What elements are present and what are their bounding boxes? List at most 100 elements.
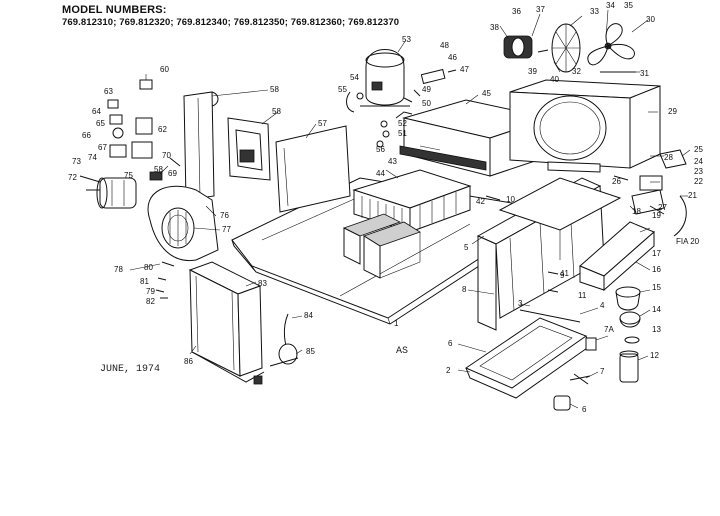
callout-19: 19 xyxy=(652,211,661,220)
callout-78: 78 xyxy=(114,265,123,274)
callout-52: 52 xyxy=(398,119,407,128)
callout-86: 86 xyxy=(184,357,193,366)
callout-58-upper: 58 xyxy=(270,85,279,94)
callout-43: 43 xyxy=(388,157,397,166)
revision-date: JUNE, 1974 xyxy=(100,364,161,375)
drain-accessories xyxy=(269,313,299,367)
callout-36: 36 xyxy=(512,7,521,16)
callout-4: 4 xyxy=(600,301,605,310)
callout-55: 55 xyxy=(338,85,347,94)
callout-26: 26 xyxy=(612,177,621,186)
callout-63: 63 xyxy=(104,87,113,96)
callout-85: 85 xyxy=(306,347,315,356)
callout-54: 54 xyxy=(350,73,359,82)
front-cabinet xyxy=(476,177,622,331)
service-fittings xyxy=(376,111,413,148)
callout-70: 70 xyxy=(162,151,171,160)
callout-79: 79 xyxy=(146,287,155,296)
callout-46: 46 xyxy=(448,53,457,62)
callout-32: 32 xyxy=(572,67,581,76)
callout-22: 22 xyxy=(694,177,703,186)
callout-40: 40 xyxy=(550,75,559,84)
diagram-code: AS xyxy=(396,346,409,357)
blower-hardware xyxy=(155,261,175,299)
callout-65: 65 xyxy=(96,119,105,128)
condenser-shroud xyxy=(509,79,661,173)
callout-34: 34 xyxy=(606,1,615,10)
callout-7a: 7A xyxy=(604,325,614,334)
callout-30: 30 xyxy=(646,15,655,24)
callout-74: 74 xyxy=(88,153,97,162)
callout-44: 44 xyxy=(376,169,385,178)
callout-23: 23 xyxy=(694,167,703,176)
callout-39: 39 xyxy=(528,67,537,76)
callout-20: FIA 20 xyxy=(676,237,700,246)
callout-67: 67 xyxy=(98,143,107,152)
callout-3: 3 xyxy=(518,299,523,308)
callout-5: 5 xyxy=(464,243,469,252)
callout-41: 41 xyxy=(560,269,569,278)
callout-80: 80 xyxy=(144,263,153,272)
callout-60: 60 xyxy=(160,65,169,74)
callout-81: 81 xyxy=(140,277,149,286)
leader-lines xyxy=(129,9,691,409)
callout-50: 50 xyxy=(422,99,431,108)
small-parts xyxy=(485,195,597,411)
callout-28: 28 xyxy=(664,153,673,162)
callout-25: 25 xyxy=(694,145,703,154)
callout-27: 27 xyxy=(658,203,667,212)
callout-82: 82 xyxy=(146,297,155,306)
callout-18: 18 xyxy=(632,207,641,216)
filter-frame xyxy=(188,261,265,385)
callout-6: 6 xyxy=(448,339,453,348)
callout-69: 69 xyxy=(168,169,177,178)
callout-2: 2 xyxy=(446,366,451,375)
callout-35: 35 xyxy=(624,1,633,10)
callout-10: 10 xyxy=(506,195,515,204)
blower-housing xyxy=(147,185,219,262)
blower-motor xyxy=(79,175,137,209)
callout-8: 8 xyxy=(462,285,467,294)
callout-53: 53 xyxy=(402,35,411,44)
callout-labels: 1 2 3 4 5 6 6 7 7A 8 9 10 11 12 13 14 15… xyxy=(68,1,703,414)
callout-77: 77 xyxy=(222,225,231,234)
control-components xyxy=(107,79,181,181)
callout-62: 62 xyxy=(158,125,167,134)
callout-64: 64 xyxy=(92,107,101,116)
callout-31: 31 xyxy=(640,69,649,78)
callout-24: 24 xyxy=(694,157,703,166)
callout-38: 38 xyxy=(490,23,499,32)
callout-16: 16 xyxy=(652,265,661,274)
callout-7: 7 xyxy=(600,367,605,376)
control-box xyxy=(613,149,687,237)
callout-6-lower: 6 xyxy=(582,405,587,414)
callout-48: 48 xyxy=(440,41,449,50)
callout-9: 9 xyxy=(560,271,565,280)
model-numbers-list: 769.812310; 769.812320; 769.812340; 769.… xyxy=(62,17,400,28)
callout-14: 14 xyxy=(652,305,661,314)
right-column-parts xyxy=(579,221,655,383)
callout-83: 83 xyxy=(258,279,267,288)
callout-76: 76 xyxy=(220,211,229,220)
heat-exchanger xyxy=(342,169,472,279)
callout-56: 56 xyxy=(376,145,385,154)
callout-1: 1 xyxy=(394,319,399,328)
callout-66: 66 xyxy=(82,131,91,140)
callout-73: 73 xyxy=(72,157,81,166)
callout-12: 12 xyxy=(650,351,659,360)
callout-45: 45 xyxy=(482,89,491,98)
callout-51: 51 xyxy=(398,129,407,138)
condenser-fan-assembly xyxy=(503,23,636,73)
callout-29: 29 xyxy=(668,107,677,116)
callout-58-middle: 58 xyxy=(272,107,281,116)
callout-75: 75 xyxy=(124,171,133,180)
model-numbers-heading: MODEL NUMBERS: xyxy=(62,4,167,16)
callout-84: 84 xyxy=(304,311,313,320)
callout-21: 21 xyxy=(688,191,697,200)
callout-58-lower: 58 xyxy=(154,165,163,174)
callout-17: 17 xyxy=(652,249,661,258)
callout-11: 11 xyxy=(578,291,587,300)
callout-15: 15 xyxy=(652,283,661,292)
